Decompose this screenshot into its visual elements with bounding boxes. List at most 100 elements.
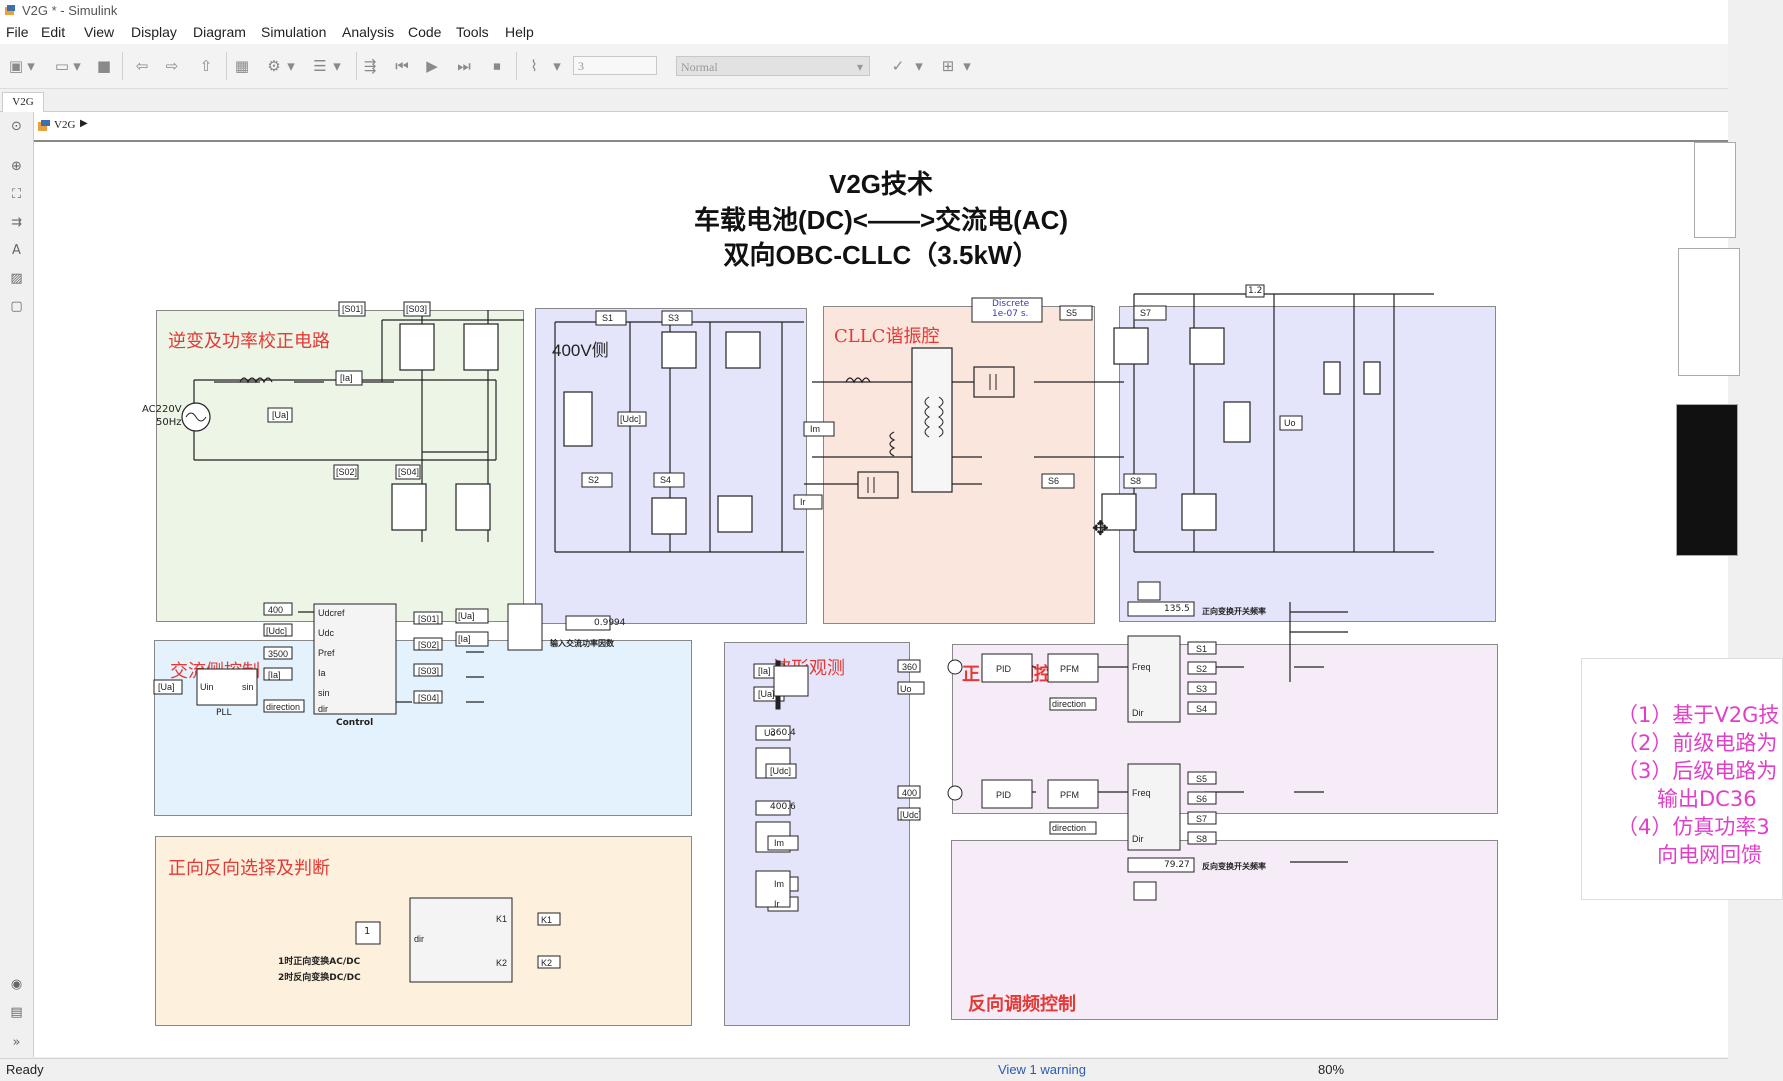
label-ac-source-freq: 50Hz (156, 417, 182, 428)
heading-line1: V2G技术 (828, 169, 934, 199)
svg-text:[S02]: [S02] (418, 640, 439, 650)
run-icon[interactable]: ▶ (426, 57, 438, 75)
powergui-mode[interactable]: Discrete (992, 299, 1030, 309)
library-browser-icon[interactable]: ▦ (234, 57, 250, 75)
svg-text:S4: S4 (660, 475, 671, 485)
arrow-route-icon[interactable]: ⇉ (11, 215, 22, 230)
igbt-s03-block (463, 323, 499, 371)
forward-arrow-icon[interactable]: ⇨ (165, 57, 179, 75)
zoom-icon[interactable]: ⊕ (11, 159, 22, 174)
save-icon[interactable]: ■ (96, 57, 112, 75)
select-constant-value[interactable]: 1 (364, 926, 371, 937)
data-inspector-icon[interactable]: ⌇ (530, 57, 538, 75)
image-icon[interactable]: ▨ (10, 271, 23, 286)
explorer-dropdown-icon[interactable]: ▾ (333, 57, 341, 75)
svg-text:[Udc]: [Udc] (770, 766, 791, 776)
pll-block-label: PLL (216, 708, 232, 718)
menu-diagram[interactable]: Diagram (193, 24, 246, 40)
area-forward-freq[interactable] (952, 644, 1498, 814)
settings-dropdown-icon[interactable]: ▾ (287, 57, 295, 75)
inspector-dropdown-icon[interactable]: ▾ (553, 57, 561, 75)
menu-tools[interactable]: Tools (456, 24, 489, 40)
tab-v2g[interactable]: V2G (2, 92, 44, 112)
open-dropdown-icon[interactable]: ▾ (73, 57, 81, 75)
svg-text:PID: PID (996, 664, 1012, 674)
note-line-2: （2）前级电路为 (1617, 731, 1778, 755)
stop-time-input[interactable]: 3 (573, 56, 657, 75)
scope-thumbnail-2[interactable] (1678, 248, 1740, 376)
menu-file[interactable]: File (6, 24, 29, 40)
expand-icon[interactable]: » (12, 1035, 21, 1050)
pf-display-value: 0.9994 (594, 618, 626, 628)
settings-gear-icon[interactable]: ⚙ (267, 57, 281, 75)
menu-view[interactable]: View (84, 24, 115, 40)
gain-value[interactable]: 1.2 (1248, 286, 1263, 296)
heading-line3: 双向OBC-CLLC（3.5kW） (723, 240, 1039, 270)
model-report-icon[interactable]: ▤ (10, 1005, 23, 1020)
svg-text:[S03]: [S03] (418, 666, 439, 676)
area-reverse-freq[interactable] (951, 840, 1498, 1020)
simulation-mode-select[interactable]: Normal ▾ (676, 56, 870, 76)
build-dropdown-icon[interactable]: ▾ (963, 57, 971, 75)
svg-text:Udc: Udc (318, 628, 335, 638)
svg-text:S5: S5 (1196, 774, 1207, 784)
area-title-inverter: 逆变及功率校正电路 (168, 331, 330, 352)
svg-text:[S01]: [S01] (418, 614, 439, 624)
scope-thumbnail-3[interactable] (1676, 404, 1738, 556)
menu-display[interactable]: Display (131, 24, 177, 40)
advisor-dropdown-icon[interactable]: ▾ (915, 57, 923, 75)
svg-text:[S02]: [S02] (336, 467, 357, 477)
model-advisor-icon[interactable]: ✓ (891, 57, 905, 75)
svg-text:K1: K1 (541, 915, 552, 925)
svg-text:Uin: Uin (200, 682, 214, 692)
step-forward-icon[interactable]: ⏭ (457, 57, 471, 75)
svg-text:S4: S4 (1196, 704, 1207, 714)
svg-text:Pref: Pref (318, 648, 335, 658)
new-model-icon[interactable]: ▣ (8, 57, 24, 75)
build-icon[interactable]: ⊞ (941, 57, 955, 75)
area-cllc[interactable] (823, 306, 1095, 624)
menu-edit[interactable]: Edit (41, 24, 66, 40)
scope-thumbnail-1[interactable] (1694, 142, 1736, 238)
area-icon[interactable]: ▢ (10, 299, 23, 314)
reverse-freq-display-label: 反向变换开关频率 (1202, 862, 1266, 871)
toolbar-separator (226, 52, 227, 80)
notes-annotation[interactable]: （1）基于V2G技 （2）前级电路为 （3）后级电路为 输出DC36 （4）仿真… (1581, 658, 1783, 900)
svg-text:PFM: PFM (1060, 664, 1079, 674)
menu-help[interactable]: Help (505, 24, 534, 40)
svg-text:[Ua]: [Ua] (758, 689, 775, 699)
svg-text:[S04]: [S04] (418, 693, 439, 703)
up-arrow-icon[interactable]: ⇧ (199, 57, 213, 75)
svg-text:K2: K2 (496, 958, 507, 968)
pf-display-label: 输入交流功率因数 (550, 639, 614, 648)
model-explorer-icon[interactable]: ☰ (313, 57, 327, 75)
model-canvas[interactable]: V2G技术 车载电池(DC)<——>交流电(AC) 双向OBC-CLLC（3.5… (34, 142, 1783, 1057)
igbt-s2-block (651, 497, 687, 535)
powergui-step[interactable]: 1e-07 s. (992, 309, 1029, 319)
annotation-icon[interactable]: A (12, 243, 21, 258)
title-bar: V2G * - Simulink (0, 0, 1728, 21)
breadcrumb[interactable]: V2G (54, 119, 76, 131)
svg-text:S8: S8 (1130, 476, 1141, 486)
svg-text:S6: S6 (1048, 476, 1059, 486)
chevron-down-icon: ▾ (856, 60, 863, 74)
svg-text:S2: S2 (588, 475, 599, 485)
step-back-icon[interactable]: ⏮ (395, 57, 409, 75)
area-output-side[interactable] (1119, 306, 1496, 622)
svg-text:S8: S8 (1196, 834, 1207, 844)
camera-icon[interactable]: ◉ (10, 977, 23, 992)
menu-simulation[interactable]: Simulation (261, 24, 327, 40)
select-note-1: 1时正向变换AC/DC (278, 957, 361, 967)
area-waveform[interactable] (724, 642, 910, 1026)
fast-restart-icon[interactable]: ⇶ (363, 57, 377, 75)
menu-analysis[interactable]: Analysis (342, 24, 395, 40)
menu-code[interactable]: Code (408, 24, 442, 40)
open-folder-icon[interactable]: ▭ (54, 57, 70, 75)
new-dropdown-icon[interactable]: ▾ (27, 57, 35, 75)
status-warning-link[interactable]: View 1 warning (998, 1062, 1086, 1077)
back-arrow-icon[interactable]: ⇦ (135, 57, 149, 75)
hide-browser-icon[interactable]: ⊙ (11, 119, 22, 134)
stop-icon[interactable]: ⏹ (493, 57, 501, 75)
svg-text:K2: K2 (541, 958, 552, 968)
fit-to-view-icon[interactable]: ⛶ (11, 187, 22, 202)
